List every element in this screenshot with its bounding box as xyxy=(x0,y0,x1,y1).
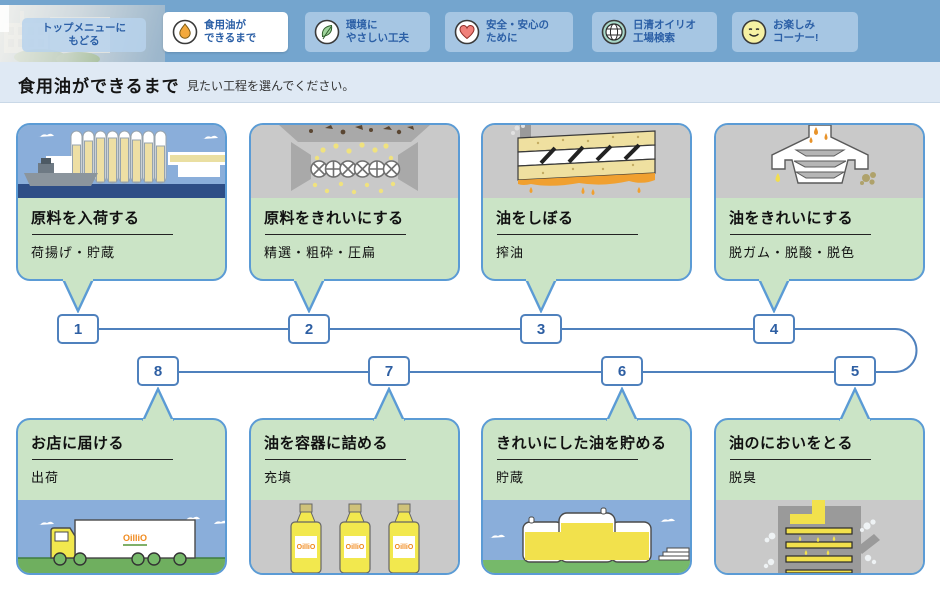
card-tail-8 xyxy=(141,387,175,422)
leaf-icon xyxy=(314,19,340,45)
number-box-1[interactable]: 1 xyxy=(57,314,99,344)
number-box-8[interactable]: 8 xyxy=(137,356,179,386)
refining-vessel-illustration xyxy=(716,125,923,198)
smiley-icon xyxy=(741,19,767,45)
title-underline xyxy=(730,234,871,235)
step-card-7[interactable]: 油を容器に詰める 充填 OilliO OilliO xyxy=(249,418,460,575)
card-tail-3 xyxy=(524,278,558,313)
bottle-logo: OilliO xyxy=(346,544,365,551)
top-nav: トップメニューに もどる 食用油が できるまで 環境に やさしい工夫 xyxy=(0,0,940,62)
step-card-5[interactable]: 油のにおいをとる 脱臭 xyxy=(714,418,925,575)
ship-and-silos-illustration xyxy=(18,125,225,198)
step-card-1[interactable]: 原料を入荷する 荷揚げ・貯蔵 xyxy=(16,123,227,281)
number-box-2[interactable]: 2 xyxy=(288,314,330,344)
number-box-3[interactable]: 3 xyxy=(520,314,562,344)
step-title: 原料を入荷する xyxy=(31,210,140,227)
card-tail-5 xyxy=(838,387,872,422)
tab-label: 環境に やさしい工夫 xyxy=(346,18,409,44)
number-box-5[interactable]: 5 xyxy=(834,356,876,386)
step-subtitle: 精選・粗砕・圧扁 xyxy=(264,245,377,260)
bottle-logo: OilliO xyxy=(395,544,414,551)
cleaning-machine-illustration xyxy=(251,125,458,198)
tab-fun-corner[interactable]: お楽しみ コーナー! xyxy=(732,12,858,52)
title-underline xyxy=(497,459,638,460)
page-instruction: 見たい工程を選んでください。 xyxy=(187,79,355,93)
number-box-6[interactable]: 6 xyxy=(601,356,643,386)
step-card-6[interactable]: きれいにした油を貯める 貯蔵 xyxy=(481,418,692,575)
card-tail-1 xyxy=(61,278,95,313)
page-title: 食用油ができるまで xyxy=(18,77,180,96)
corner-highlight xyxy=(0,5,9,32)
step-title: 油をきれいにする xyxy=(729,210,854,227)
storage-tanks-illustration xyxy=(483,500,690,573)
card-tail-2 xyxy=(292,278,326,313)
tab-back-to-top-menu[interactable]: トップメニューに もどる xyxy=(22,18,146,52)
tab-label: トップメニューに もどる xyxy=(42,21,126,47)
oil-drop-icon xyxy=(172,19,198,45)
truck-logo: OilliO xyxy=(123,533,147,543)
step-title: 原料をきれいにする xyxy=(264,210,404,227)
card-tail-7 xyxy=(372,387,406,422)
step-subtitle: 貯蔵 xyxy=(496,470,525,485)
step-subtitle: 搾油 xyxy=(496,245,525,260)
number-box-7[interactable]: 7 xyxy=(368,356,410,386)
step-subtitle: 脱ガム・脱酸・脱色 xyxy=(729,245,856,260)
step-card-2[interactable]: 原料をきれいにする 精選・粗砕・圧扁 xyxy=(249,123,460,281)
title-underline xyxy=(32,459,173,460)
step-card-4[interactable]: 油をきれいにする 脱ガム・脱酸・脱色 xyxy=(714,123,925,281)
deodorizing-tower-illustration xyxy=(716,500,923,573)
step-title: お店に届ける xyxy=(31,435,125,452)
step-title: 油をしぼる xyxy=(496,210,574,227)
tab-label: 安全・安心の ために xyxy=(486,18,549,44)
title-underline xyxy=(730,459,871,460)
tab-label: 日清オイリオ 工場検索 xyxy=(633,18,696,44)
heart-icon xyxy=(454,19,480,45)
card-tail-6 xyxy=(605,387,639,422)
page-header: 食用油ができるまで 見たい工程を選んでください。 xyxy=(0,62,940,103)
step-card-8[interactable]: お店に届ける 出荷 OilliO xyxy=(16,418,227,575)
step-title: きれいにした油を貯める xyxy=(496,435,667,452)
step-subtitle: 充填 xyxy=(264,470,293,485)
globe-icon xyxy=(601,19,627,45)
tab-eco-friendly[interactable]: 環境に やさしい工夫 xyxy=(305,12,430,52)
title-underline xyxy=(265,234,406,235)
step-title: 油を容器に詰める xyxy=(264,435,389,452)
step-card-3[interactable]: 油をしぼる 搾油 xyxy=(481,123,692,281)
tab-label: お楽しみ コーナー! xyxy=(773,18,819,44)
tab-label: 食用油が できるまで xyxy=(204,18,257,44)
title-underline xyxy=(497,234,638,235)
oil-press-illustration xyxy=(483,125,690,198)
tab-how-oil-is-made[interactable]: 食用油が できるまで xyxy=(163,12,288,52)
step-title: 油のにおいをとる xyxy=(729,435,854,452)
oil-bottles-illustration: OilliO OilliO OilliO xyxy=(251,500,458,573)
step-subtitle: 出荷 xyxy=(31,470,60,485)
card-tail-4 xyxy=(757,278,791,313)
tab-factory-search[interactable]: 日清オイリオ 工場検索 xyxy=(592,12,717,52)
step-subtitle: 荷揚げ・貯蔵 xyxy=(31,245,116,260)
title-underline xyxy=(32,234,173,235)
tab-safety[interactable]: 安全・安心の ために xyxy=(445,12,573,52)
bottle-logo: OilliO xyxy=(297,544,316,551)
number-box-4[interactable]: 4 xyxy=(753,314,795,344)
delivery-truck-illustration: OilliO xyxy=(18,500,225,573)
step-subtitle: 脱臭 xyxy=(729,470,758,485)
title-underline xyxy=(265,459,406,460)
